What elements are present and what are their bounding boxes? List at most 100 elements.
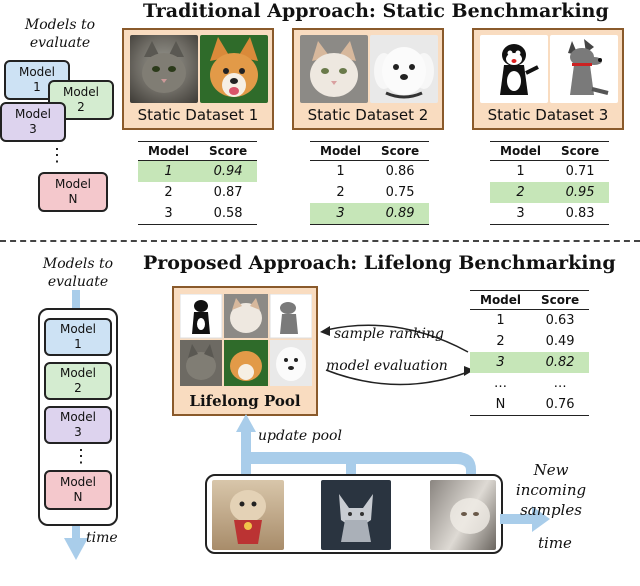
col-model-header: Model <box>470 290 532 310</box>
static-dataset-3: Static Dataset 3 <box>472 28 624 130</box>
static-dataset-2: Static Dataset 2 <box>292 28 444 130</box>
model-cell: 1 <box>516 164 525 179</box>
model-number: N <box>68 192 78 206</box>
new-incoming-samples-label: New incoming samples <box>498 460 604 520</box>
model-number: 3 <box>29 122 37 136</box>
models-label-line1: Models to <box>24 17 96 33</box>
score-cell: 0.71 <box>565 164 595 179</box>
time-label: time <box>86 530 118 546</box>
col-score-header: Score <box>551 141 610 161</box>
col-score-header: Score <box>371 141 430 161</box>
model-name: Model <box>59 322 97 336</box>
dataset-label: Static Dataset 1 <box>137 106 259 124</box>
cartoon-cat-icon <box>500 44 539 95</box>
pool-label: Lifelong Pool <box>189 392 301 410</box>
score-cell: 0.94 <box>199 160 258 182</box>
arrow-left-icon <box>320 326 330 336</box>
cat-face-icon <box>142 41 186 93</box>
score-cell: 0.82 <box>531 352 590 373</box>
score-cell: 0.89 <box>371 203 430 225</box>
white-dog-face-icon <box>374 47 434 99</box>
static-dataset-1: Static Dataset 1 <box>122 28 274 130</box>
model-cell: 3 <box>490 203 552 225</box>
white-dog-photo <box>370 35 438 103</box>
model-name: Model <box>59 410 97 424</box>
models-label-line2: evaluate <box>47 274 109 290</box>
arrow-right-icon <box>464 366 474 376</box>
model-number: 2 <box>74 381 82 395</box>
model-cell: 3 <box>138 203 200 225</box>
model-evaluation-label: model evaluation <box>326 358 448 374</box>
model-number: N <box>73 490 83 504</box>
lifelong-title: Proposed Approach: Lifelong Benchmarking <box>143 252 616 274</box>
model-name: Model <box>18 65 56 79</box>
model-cell: 3 <box>470 352 532 373</box>
top-model-2-box: Model 2 <box>48 80 114 120</box>
dataset-label: Static Dataset 3 <box>487 106 609 124</box>
sample-ranking-label: sample ranking <box>334 326 444 342</box>
queue-ellipsis: ⋮ <box>72 446 90 467</box>
dataset-label: Static Dataset 2 <box>307 106 429 124</box>
top-model-3-box: Model 3 <box>0 102 66 142</box>
score-cell: 0.95 <box>551 182 610 203</box>
pool-image-grid <box>180 294 312 386</box>
model-name: Model <box>14 107 52 121</box>
model-cell: 1 <box>336 164 345 179</box>
fluffy-dog-icon <box>230 490 266 544</box>
model-cell: 3 <box>310 203 372 225</box>
models-to-evaluate-label: Models to evaluate <box>34 255 122 291</box>
score-cell: 0.87 <box>213 185 243 200</box>
cartoon-cat-photo <box>480 35 548 103</box>
score-cell: … <box>553 376 567 391</box>
model-name: Model <box>54 177 92 191</box>
model-name: Model <box>59 475 97 489</box>
queue-model-1-box: Model 1 <box>44 318 112 356</box>
col-score-header: Score <box>531 290 590 310</box>
update-pool-label: update pool <box>258 428 342 444</box>
cycle-arrows <box>320 324 474 386</box>
cartoon-dog-photo <box>550 35 618 103</box>
incoming-label-line1: New incoming <box>515 461 587 499</box>
model-name: Model <box>59 366 97 380</box>
model-cell: … <box>494 376 508 391</box>
queue-model-2-box: Model 2 <box>44 362 112 400</box>
model-cell: 2 <box>490 182 552 203</box>
cartoon-dog-icon <box>568 39 609 95</box>
white-cat-photo <box>300 35 368 103</box>
model-number: 1 <box>74 337 82 351</box>
models-to-evaluate-label: Models to evaluate <box>18 16 102 52</box>
col-model-header: Model <box>490 141 552 161</box>
incoming-label-line2: samples <box>520 501 582 519</box>
queue-model-3-box: Model 3 <box>44 406 112 444</box>
score-cell: 0.86 <box>385 164 415 179</box>
incoming-dog-photo <box>212 480 284 550</box>
models-label-line2: evaluate <box>29 35 91 51</box>
time-label-2: time <box>538 534 572 552</box>
update-pool-arrows <box>236 414 476 478</box>
score-cell: 0.58 <box>199 203 258 225</box>
score-cell: 0.63 <box>545 313 575 328</box>
incoming-origami-cat-photo <box>321 480 391 550</box>
score-cell: 0.83 <box>551 203 610 225</box>
cat-photo <box>130 35 198 103</box>
incoming-blurry-cat-photo <box>430 480 496 550</box>
static-title: Traditional Approach: Static Benchmarkin… <box>143 0 609 22</box>
col-score-header: Score <box>199 141 258 161</box>
model-cell: 1 <box>138 160 200 182</box>
section-divider <box>0 240 640 242</box>
